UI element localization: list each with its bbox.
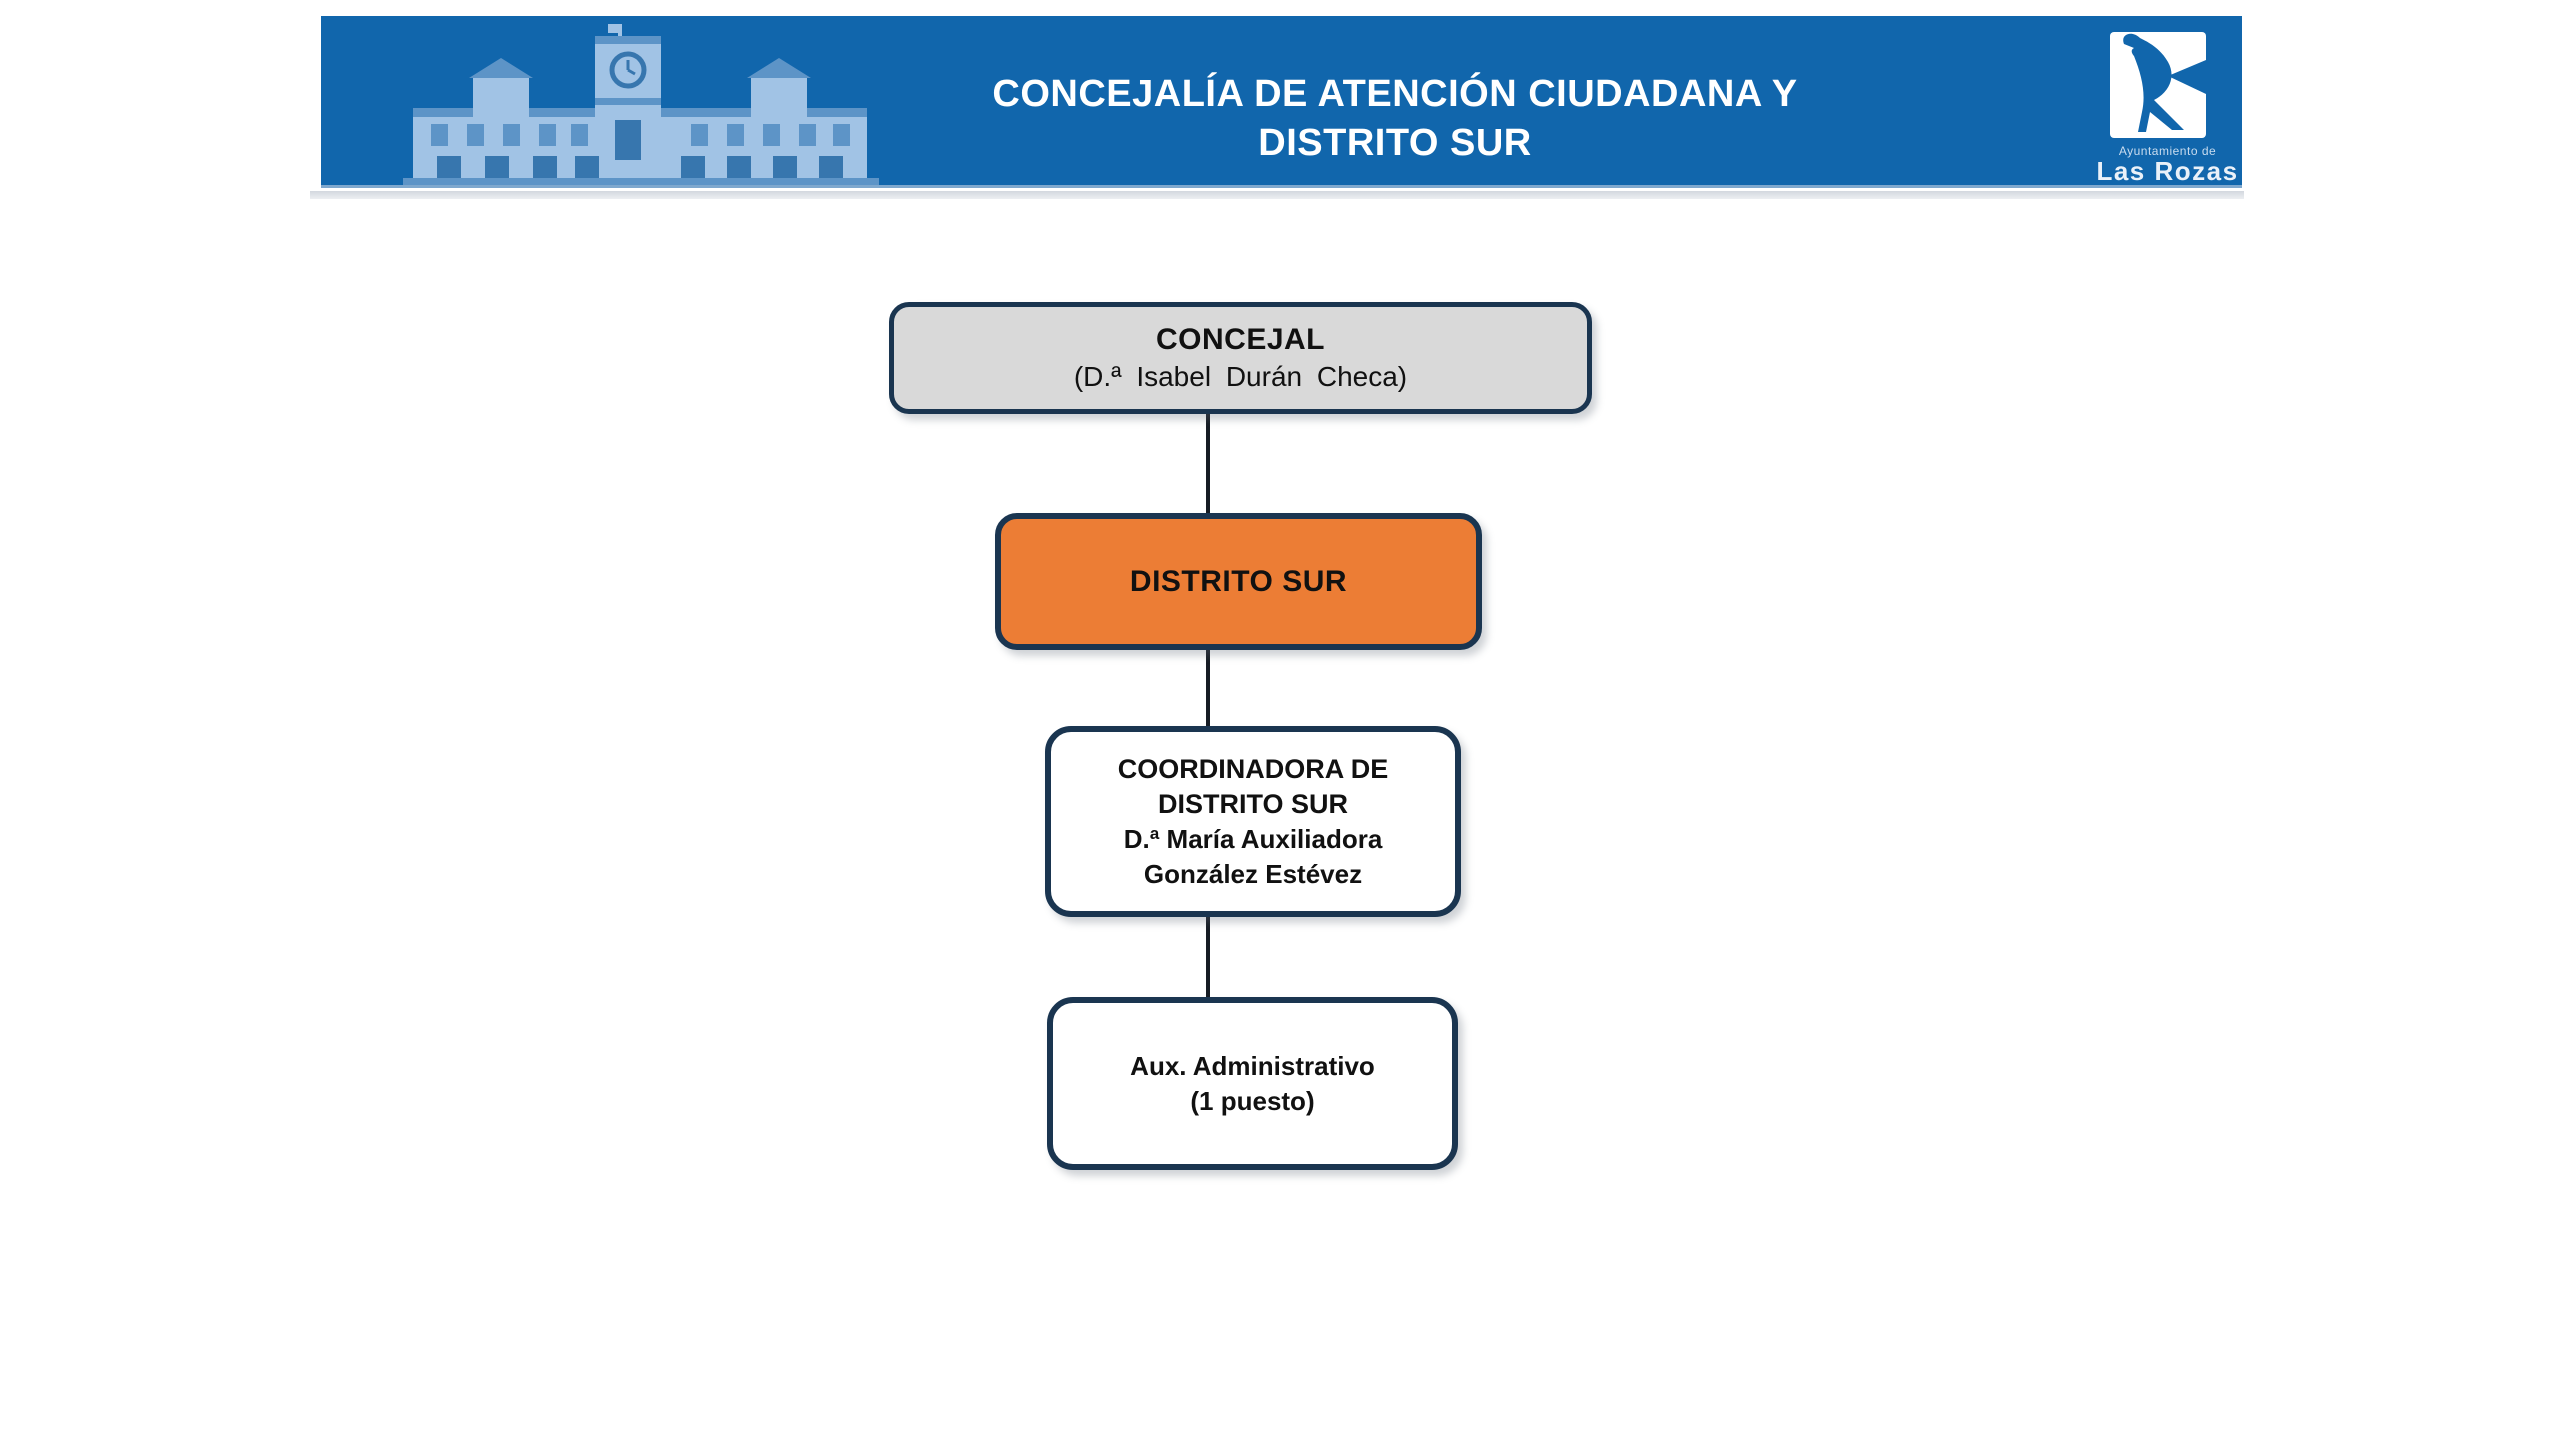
org-node-concejal: CONCEJAL (D.ª Isabel Durán Checa) (889, 302, 1592, 414)
org-node-distrito-sur: DISTRITO SUR (995, 513, 1482, 650)
org-node-coordinadora: COORDINADORA DE DISTRITO SUR D.ª María A… (1045, 726, 1461, 917)
concejal-title: CONCEJAL (1155, 323, 1325, 356)
connector-distrito-coordinadora (1206, 646, 1210, 730)
concejal-name: (D.ª Isabel Durán Checa) (1073, 361, 1408, 392)
las-rozas-logo-square (2110, 32, 2206, 138)
page-title-line-1: CONCEJALÍA DE ATENCIÓN CIUDADANA Y (992, 73, 1798, 115)
town-hall-icon (403, 24, 879, 185)
logo-org-line-1: Ayuntamiento de (2118, 144, 2217, 158)
aux-line-1: Aux. Administrativo (1130, 1050, 1375, 1081)
logo-org-line-2: Las Rozas (2096, 156, 2239, 186)
connector-coordinadora-aux (1206, 913, 1210, 1001)
las-rozas-logo: Ayuntamiento de Las Rozas (2093, 16, 2242, 186)
coordinadora-name-line-1: D.ª María Auxiliadora (1123, 823, 1383, 854)
aux-line-2: (1 puesto) (1190, 1085, 1315, 1116)
connector-concejal-distrito (1206, 410, 1210, 517)
header-banner: CONCEJALÍA DE ATENCIÓN CIUDADANA Y DISTR… (321, 16, 2242, 188)
page-title: CONCEJALÍA DE ATENCIÓN CIUDADANA Y DISTR… (845, 70, 1945, 168)
las-rozas-bird-icon (2123, 33, 2206, 132)
coordinadora-title-line-1: COORDINADORA DE (1117, 753, 1389, 784)
coordinadora-name-line-2: González Estévez (1143, 858, 1363, 889)
header-shadow (310, 191, 2244, 199)
page-title-line-2: DISTRITO SUR (1258, 122, 1532, 164)
distrito-sur-title: DISTRITO SUR (1129, 564, 1348, 598)
coordinadora-title-line-2: DISTRITO SUR (1157, 788, 1348, 819)
org-node-aux-administrativo: Aux. Administrativo (1 puesto) (1047, 997, 1458, 1170)
